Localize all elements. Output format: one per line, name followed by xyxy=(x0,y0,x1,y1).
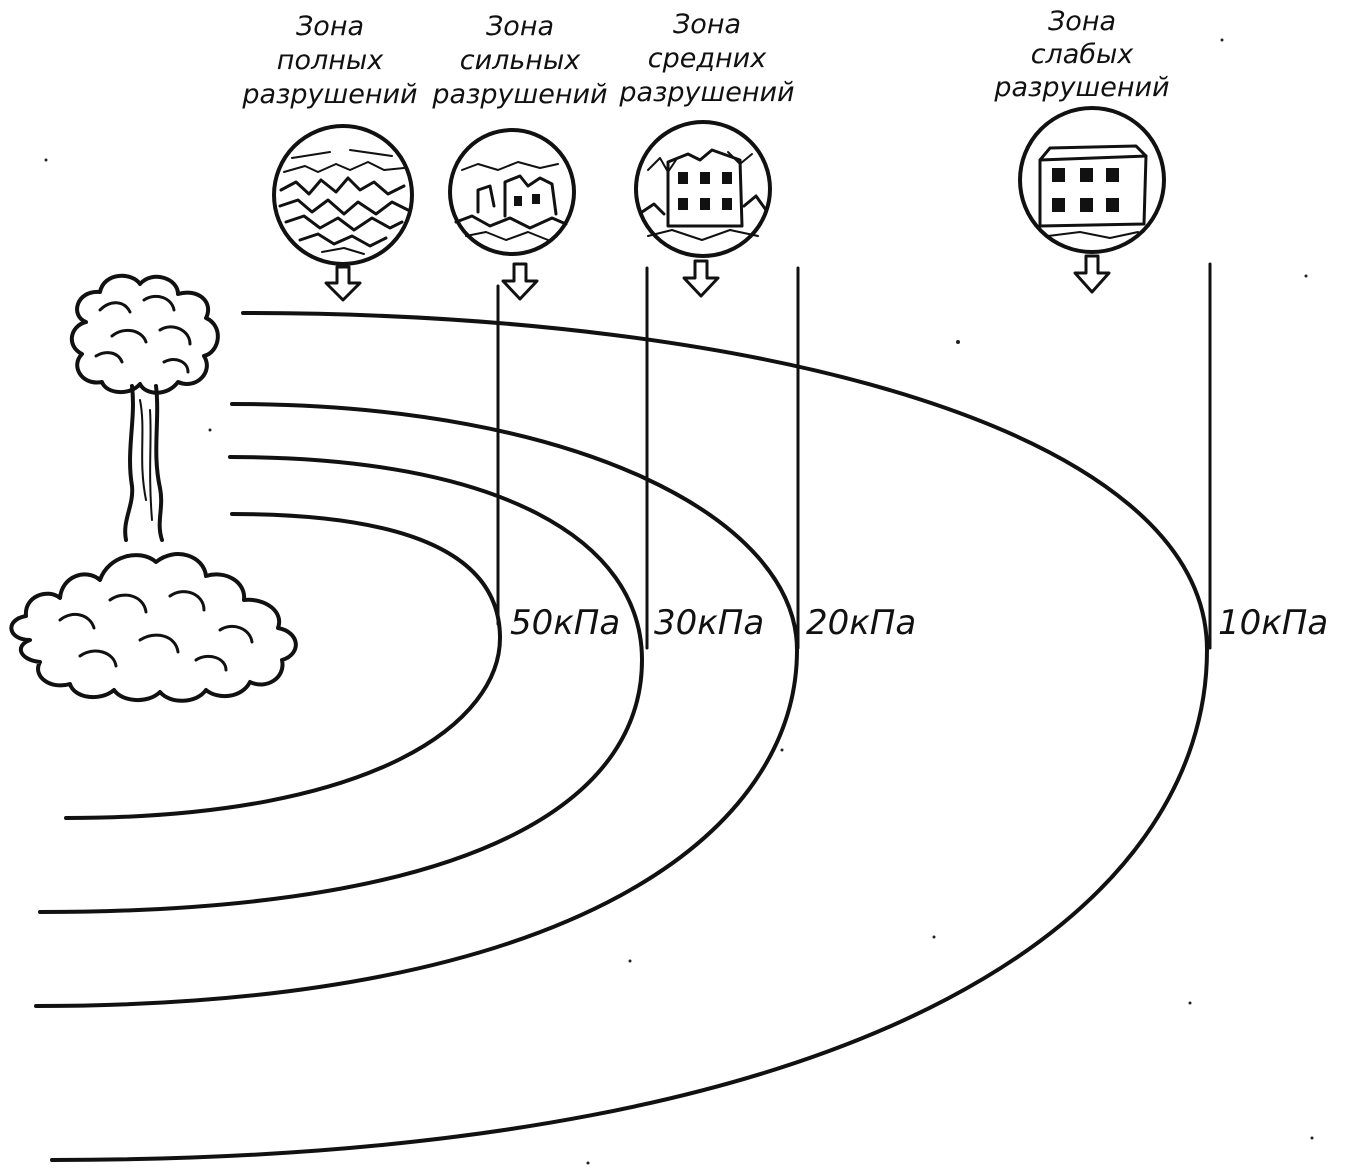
damaged-building-icon xyxy=(634,120,772,258)
zone-label-line: сильных xyxy=(460,45,582,76)
zone-label-line: Зона xyxy=(296,11,364,42)
down-arrow-icon xyxy=(501,262,539,301)
guide-lines xyxy=(496,262,1212,650)
zone-label-line: Зона xyxy=(486,11,554,42)
arc-20kpa xyxy=(34,402,799,1008)
down-arrow-icon xyxy=(1073,254,1111,294)
zone-label-line: слабых xyxy=(1031,39,1135,70)
pressure-label-10kpa: 10кПа xyxy=(1218,603,1328,643)
zone-labels: Зона полных разрушений Зона сильных разр… xyxy=(241,6,1169,110)
speckles xyxy=(44,38,1314,1165)
ruined-building-icon xyxy=(448,128,576,256)
pressure-label-30kpa: 30кПа xyxy=(654,603,764,643)
arc-10kpa xyxy=(50,311,1209,1162)
pressure-arcs xyxy=(34,311,1209,1162)
rubble-icon xyxy=(272,124,414,266)
pressure-labels: 50кПа 30кПа 20кПа 10кПа xyxy=(510,603,1328,643)
pressure-label-20kpa: 20кПа xyxy=(806,603,916,643)
mushroom-cloud-icon xyxy=(9,273,298,703)
zone-label-line: средних xyxy=(648,43,767,74)
zone-label-line: разрушений xyxy=(241,79,417,110)
zone-label-weak: Зона слабых разрушений xyxy=(993,6,1169,103)
down-arrow-icon xyxy=(682,259,720,298)
zone-label-line: разрушений xyxy=(431,79,607,110)
pressure-label-50kpa: 50кПа xyxy=(510,603,620,643)
zone-label-line: Зона xyxy=(1048,6,1116,37)
zone-arrows xyxy=(324,254,1111,302)
zone-label-severe: Зона сильных разрушений xyxy=(431,11,607,110)
zone-label-line: полных xyxy=(277,45,384,76)
arc-50kpa xyxy=(64,512,502,820)
arc-30kpa xyxy=(38,455,644,914)
zone-label-line: разрушений xyxy=(618,77,794,108)
zone-label-line: разрушений xyxy=(993,72,1169,103)
zone-label-moderate: Зона средних разрушений xyxy=(618,9,794,108)
zone-label-line: Зона xyxy=(673,9,741,40)
zone-label-complete: Зона полных разрушений xyxy=(241,11,417,110)
intact-building-icon xyxy=(1018,106,1166,254)
down-arrow-icon xyxy=(324,265,362,302)
